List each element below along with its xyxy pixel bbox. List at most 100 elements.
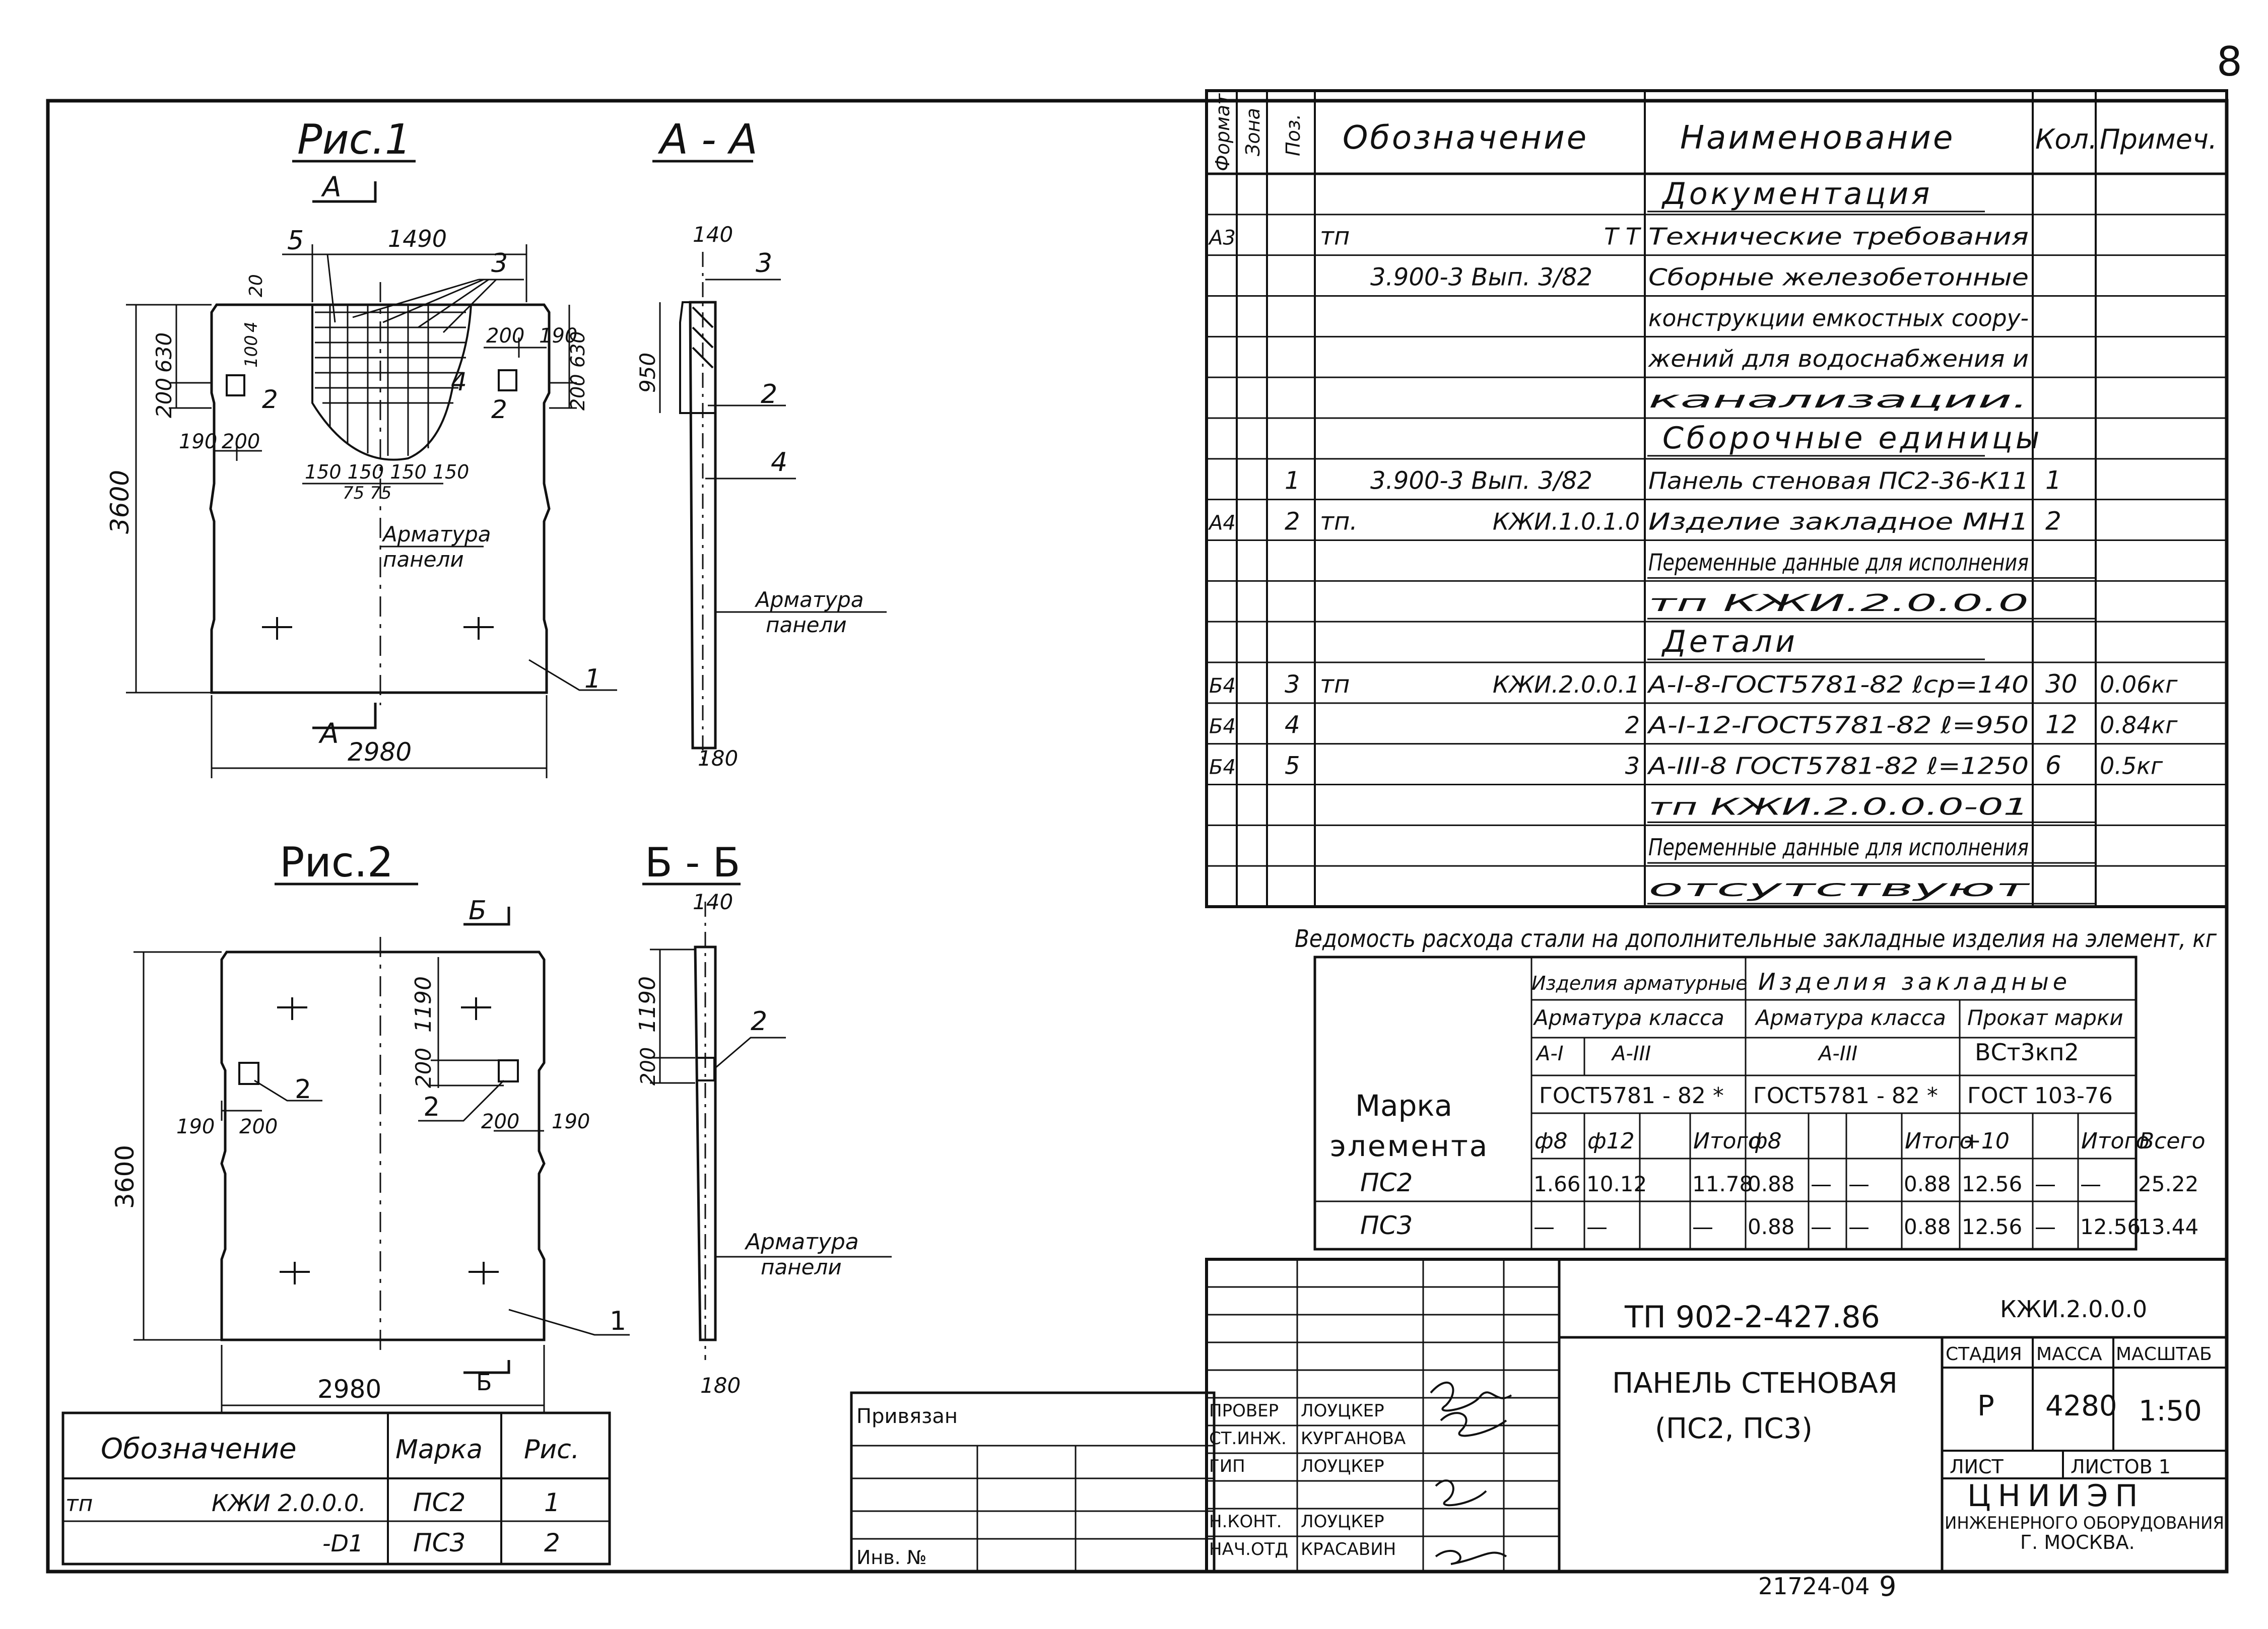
spec-row-name: канализации.: [1648, 386, 2029, 413]
marks-row2-fig: 2: [544, 1528, 560, 1557]
steel-cell: —: [1586, 1214, 1608, 1239]
sec2-callout-2: 2: [751, 1006, 767, 1037]
spec-row-note: 0.84кг: [2100, 712, 2178, 739]
spec-row-qty: 6: [2045, 751, 2061, 780]
sec2-arm-label-2: панели: [761, 1255, 842, 1279]
figure-2: Рис.2 Б - Б Б Б 2980 3600 1190 200 190 2: [110, 839, 892, 1413]
fig1-rebar-zone: [311, 304, 472, 461]
spec-row-oboz-2: 2: [1625, 712, 1640, 739]
steel-row-mark: ПС2: [1360, 1168, 1413, 1197]
tb-org-2: ИНЖЕНЕРНОГО ОБОРУДОВАНИЯ: [1945, 1513, 2224, 1533]
tb-footer: 21724-04: [1758, 1573, 1870, 1600]
tb-role: ПРОВЕР: [1209, 1401, 1279, 1421]
steel-cell: 1.66: [1533, 1172, 1581, 1196]
tb-sheet-h: ЛИСТ: [1950, 1456, 2004, 1478]
fig1-dim-grid: 150 150 150 150: [305, 461, 469, 483]
fig2-section-profile: [694, 945, 717, 1341]
spec-section-heading: Сборочные единицы: [1662, 421, 2042, 456]
spec-row-format: Б4: [1209, 715, 1236, 738]
spec-row-oboz: 3.900-3 Вып. 3/82: [1370, 263, 1592, 291]
steel-cell: —: [1692, 1214, 1713, 1239]
steel-cell: —: [2035, 1172, 2056, 1196]
steel-grade-a1: А-I: [1535, 1042, 1564, 1065]
spec-table: Формат Зона Поз. Обозначение Наименовани…: [1205, 89, 2228, 908]
steel-cell: 12.56: [2080, 1214, 2141, 1239]
steel-cell: 12.56: [1962, 1214, 2022, 1239]
steel-cell: 10.12: [1586, 1172, 1647, 1196]
fig1-dim-20: 20: [246, 274, 266, 297]
steel-cell: —: [2035, 1214, 2056, 1239]
sec1-callout-3: 3: [756, 248, 772, 279]
fig2-dim-190-left: 190: [176, 1115, 215, 1138]
tb-person: ЛОУЦКЕР: [1301, 1456, 1384, 1476]
fig1-rebar-grid: [315, 305, 466, 456]
fig2-dim-height: 3600: [110, 1145, 140, 1209]
steel-cell: —: [1811, 1214, 1832, 1239]
steel-cell: 0.88: [1904, 1214, 1951, 1239]
fig2-panel-outline: [220, 951, 546, 1341]
fig2-dim-width: 2980: [317, 1375, 381, 1404]
fig1-arm-label-1: Арматура: [381, 522, 491, 547]
sec2-arm-label-1: Арматура: [744, 1229, 859, 1255]
sec2-dim-bot: 180: [700, 1373, 741, 1398]
tb-footer-sheet: 9: [1879, 1571, 1896, 1602]
fig1-dim-100: 100: [241, 335, 261, 368]
spec-row-name: Изделие закладное МН1: [1648, 508, 2029, 535]
steel-cell: —: [1848, 1172, 1870, 1196]
fig1-embedded-right: [498, 369, 517, 391]
fig2-callout-1: 1: [610, 1306, 626, 1336]
spec-section-heading: Детали: [1661, 624, 1798, 659]
steel-col-header: ф8: [1535, 1128, 1568, 1154]
tb-name-line2: (ПС2, ПС3): [1655, 1412, 1813, 1445]
steel-col-header: ф8: [1749, 1128, 1782, 1154]
tb-stage-h: СТАДИЯ: [1946, 1344, 2022, 1365]
fig1-callout-1: 1: [584, 664, 601, 694]
fig1-callout-2-right: 2: [491, 395, 507, 424]
spec-row-name: тп КЖИ.2.0.0.0-01: [1648, 793, 2029, 820]
figure-1: Рис.1 А - А А А: [105, 116, 887, 778]
spec-row-name: Технические требования: [1648, 223, 2029, 250]
steel-mark-label-1: Марка: [1355, 1089, 1452, 1123]
steel-grade-a3b: А-III: [1817, 1042, 1857, 1065]
tb-person: КУРГАНОВА: [1301, 1429, 1406, 1449]
spec-row-format: Б4: [1209, 756, 1236, 779]
marks-header-mark: Марка: [395, 1435, 483, 1465]
fig1-cut-mark-top: А: [321, 171, 342, 203]
steel-row-mark: ПС3: [1360, 1211, 1413, 1240]
steel-cell: 25.22: [2138, 1172, 2198, 1196]
tb-doc-code-2: КЖИ.2.0.0.0: [2000, 1296, 2147, 1323]
spec-row-name: Переменные данные для исполнения: [1648, 834, 2029, 861]
steel-gost2: ГОСТ5781 - 82 *: [1753, 1083, 1938, 1109]
steel-group1: Изделия арматурные: [1531, 972, 1748, 994]
fig1-title: Рис.1: [297, 116, 411, 164]
steel-cell: —: [1533, 1214, 1555, 1239]
marks-row1-mark: ПС2: [413, 1488, 465, 1517]
tb-privyazan: Привязан: [856, 1405, 958, 1428]
tb-mass: 4280: [2045, 1390, 2117, 1422]
spec-row-oboz-2: Т Т: [1604, 223, 1642, 250]
spec-row-name: отсутствуют: [1648, 874, 2030, 902]
fig2-embedded-right: [498, 1059, 519, 1082]
sec1-dim-top: 140: [693, 222, 733, 247]
fig1-dim-200-right: 200: [567, 374, 589, 411]
spec-row-oboz: тп: [1320, 223, 1350, 251]
spec-row-oboz-2: КЖИ.2.0.0.1: [1493, 671, 1640, 698]
fig1-dim-190-bottom: 190: [179, 430, 217, 453]
marks-header-fig: Рис.: [524, 1435, 579, 1465]
fig1-dim-left-upper: 630: [152, 332, 176, 373]
spec-row-pos: 4: [1285, 711, 1300, 739]
spec-row-note: 0.06кг: [2100, 671, 2178, 698]
spec-row-name: Переменные данные для исполнения: [1648, 549, 2029, 576]
tb-org-3: Г. МОСКВА.: [2020, 1531, 2135, 1553]
sec2-dim-1190: 1190: [635, 976, 660, 1033]
steel-cls1: Арматура класса: [1532, 1005, 1724, 1030]
title-block: Привязан Инв. № ПР: [850, 1258, 2228, 1602]
marks-row2-mark: ПС3: [413, 1528, 465, 1557]
sec1-callout-2: 2: [761, 379, 777, 410]
tb-stage: Р: [1977, 1390, 1994, 1422]
steel-col-header: Всего: [2139, 1128, 2205, 1154]
spec-section-heading: Документация: [1661, 176, 1932, 212]
steel-cell: 0.88: [1904, 1172, 1951, 1196]
spec-row-note: 0.5кг: [2100, 752, 2163, 779]
